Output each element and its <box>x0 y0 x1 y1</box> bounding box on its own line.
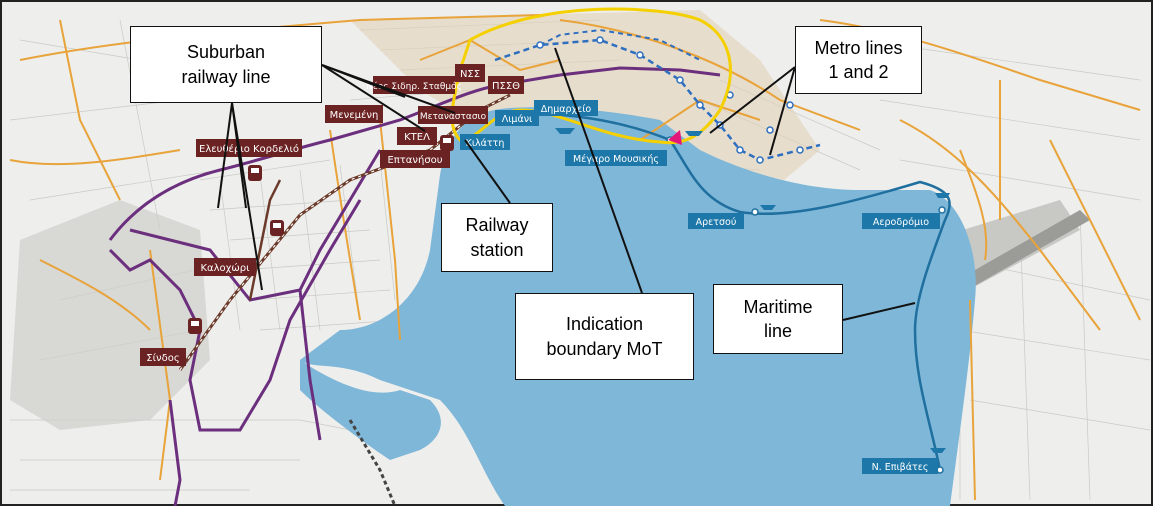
suburban-railway-lines <box>108 66 721 507</box>
station-label-menemeni: Μενεμένη <box>330 109 379 121</box>
ferry-icon <box>760 205 776 210</box>
train-icon <box>188 318 202 334</box>
stop-label-aerodromio: Αεροδρόμιο <box>873 217 929 228</box>
stop-label-aretsou: Αρετσού <box>696 217 737 228</box>
callout-railway-station: Railway station <box>441 203 553 272</box>
stop-label-dimarxeio: Δημαρχείο <box>541 104 592 115</box>
road-network <box>9 14 1141 501</box>
callout-maritime-line: Maritime line <box>713 284 843 354</box>
train-icon <box>248 165 262 181</box>
station-label-sindos: Σίνδος <box>146 352 179 364</box>
stop-label-bg <box>565 150 667 166</box>
ferry-icon <box>685 131 703 136</box>
metro-lines <box>494 28 821 162</box>
sea-gulf-west <box>300 360 441 460</box>
station-label-bg <box>140 348 186 366</box>
stop-label-bg <box>460 134 510 150</box>
runway <box>940 210 1090 300</box>
station-label-metanastasio: Μετανάστασιο <box>420 112 487 122</box>
stop-label-epivates: Ν. Επιβάτες <box>872 462 929 473</box>
urban-area-west <box>10 200 210 430</box>
station-label-bg <box>418 106 488 124</box>
station-label-bg <box>194 258 256 276</box>
maritime-line <box>499 112 951 471</box>
callout-boundary-mot: Indication boundary MoT <box>515 293 694 380</box>
megaro-marker <box>668 130 682 145</box>
stop-label-bg <box>862 458 938 474</box>
stop-label-megaro: Μέγαρο Μουσικής <box>573 154 659 165</box>
station-label-bg <box>325 105 383 123</box>
station-label-nss: ΝΣΣ <box>460 69 480 80</box>
ferry-icon <box>935 193 950 198</box>
station-label-bg <box>373 76 455 94</box>
stop-label-bg <box>862 213 940 229</box>
ferry-icon <box>930 448 946 453</box>
station-label-bg <box>397 127 437 145</box>
station-label-bg <box>488 76 524 94</box>
station-label-ktel: ΚΤΕΛ <box>404 132 430 143</box>
train-icon <box>440 135 454 151</box>
ferry-icon <box>555 128 575 134</box>
breakwater <box>348 419 397 507</box>
station-label-eleftherio: Ελευθέριο Κορδελιό <box>199 143 299 155</box>
station-label-bg <box>196 139 302 157</box>
station-label-neo-sidirodromiko: Νέος Σιδηρ. Σταθμός <box>366 81 462 92</box>
callout-leaders <box>217 47 916 321</box>
stop-label-bg <box>688 213 744 229</box>
train-icon <box>270 220 284 236</box>
station-label-psstth: ΠΣΣΘ <box>492 81 520 92</box>
stop-label-bg <box>495 110 539 126</box>
callout-suburban-railway: Suburban railway line <box>130 26 322 103</box>
stop-label-limani: Λιμάνι <box>502 114 533 125</box>
station-label-bg <box>455 64 485 82</box>
callout-metro-lines: Metro lines 1 and 2 <box>795 26 922 94</box>
station-label-kalochori: Καλοχώρι <box>200 262 250 274</box>
station-label-bg <box>380 150 450 168</box>
stop-label-kiolatti: Κιλάττη <box>466 138 505 149</box>
stop-label-bg <box>534 100 598 116</box>
station-label-epanisou: Επτανήσου <box>387 154 442 166</box>
